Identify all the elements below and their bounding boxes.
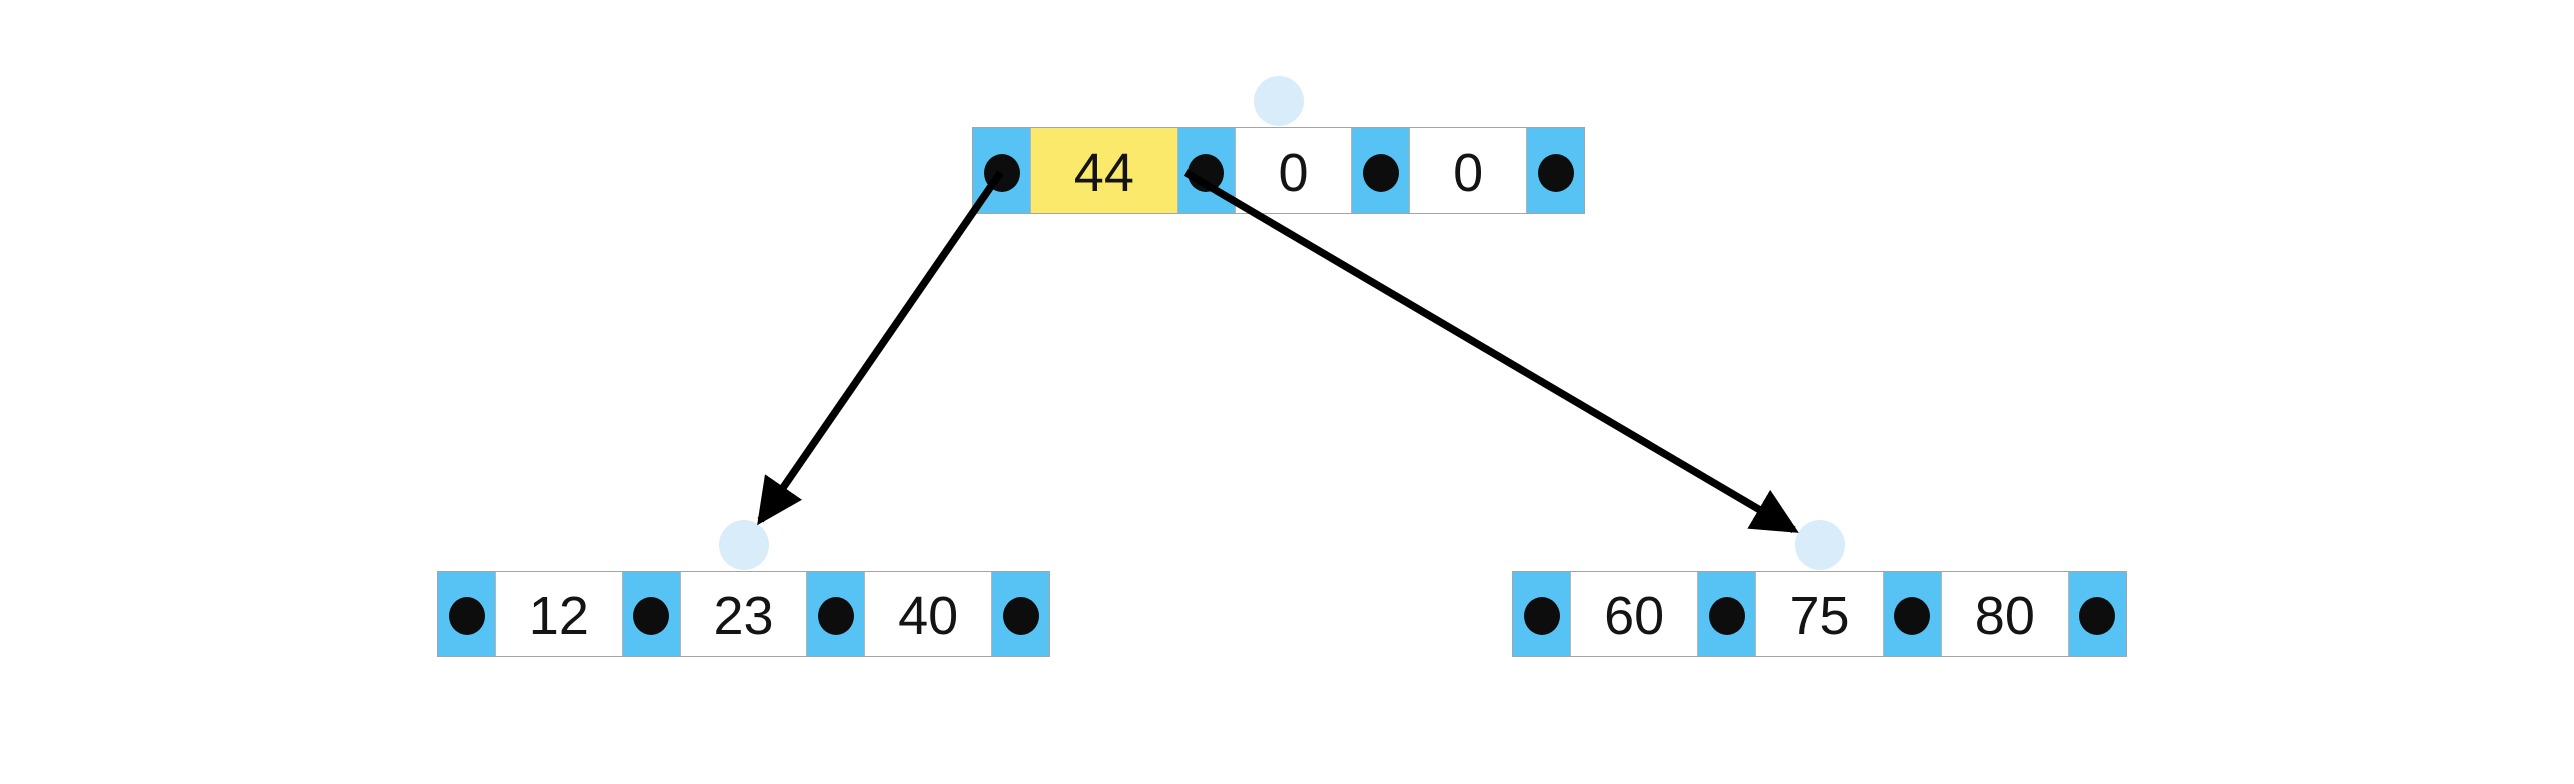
- left-child-node: 12 23 40: [437, 571, 1050, 657]
- pointer-cell: [1352, 128, 1410, 213]
- pointer-cell: [1883, 572, 1941, 656]
- pointer-dot-icon: [1708, 597, 1745, 635]
- pointer-cell: [622, 572, 680, 656]
- pointer-dot-icon: [817, 597, 854, 635]
- pointer-cell: [438, 572, 495, 656]
- pointer-cell: [1177, 128, 1235, 213]
- pointer-dot-icon: [1002, 597, 1039, 635]
- key-cell: 75: [1755, 572, 1884, 656]
- pointer-cell: [807, 572, 865, 656]
- key-cell: 12: [495, 572, 623, 656]
- pointer-dot-icon: [983, 153, 1020, 192]
- pointer-cell: [2068, 572, 2126, 656]
- pointer-cell: [992, 572, 1050, 656]
- pointer-dot-icon: [1362, 153, 1399, 192]
- key-cell: 0: [1234, 128, 1353, 213]
- right-child-node: 60 75 80: [1512, 571, 2127, 657]
- pointer-cell: [1513, 572, 1570, 656]
- child-pointer-arrow: [1183, 169, 1799, 534]
- insert-cursor-circle: [718, 520, 769, 570]
- child-pointer-arrow: [757, 170, 1004, 526]
- key-cell: 0: [1409, 128, 1527, 213]
- key-cell: 60: [1570, 572, 1699, 656]
- pointer-dot-icon: [2079, 597, 2116, 635]
- key-cell: 23: [679, 572, 808, 656]
- pointer-cell: [1527, 128, 1584, 213]
- key-cell-highlighted: 44: [1030, 128, 1178, 213]
- insert-cursor-circle: [1794, 520, 1845, 570]
- pointer-dot-icon: [1188, 153, 1225, 192]
- pointer-dot-icon: [1523, 597, 1560, 635]
- pointer-dot-icon: [1894, 597, 1931, 635]
- key-cell: 40: [864, 572, 993, 656]
- insert-cursor-circle: [1253, 76, 1304, 126]
- key-cell: 80: [1940, 572, 2069, 656]
- pointer-cell: [1698, 572, 1756, 656]
- pointer-dot-icon: [1537, 153, 1574, 192]
- pointer-dot-icon: [448, 597, 485, 635]
- pointer-cell: [973, 128, 1030, 213]
- pointer-dot-icon: [633, 597, 670, 635]
